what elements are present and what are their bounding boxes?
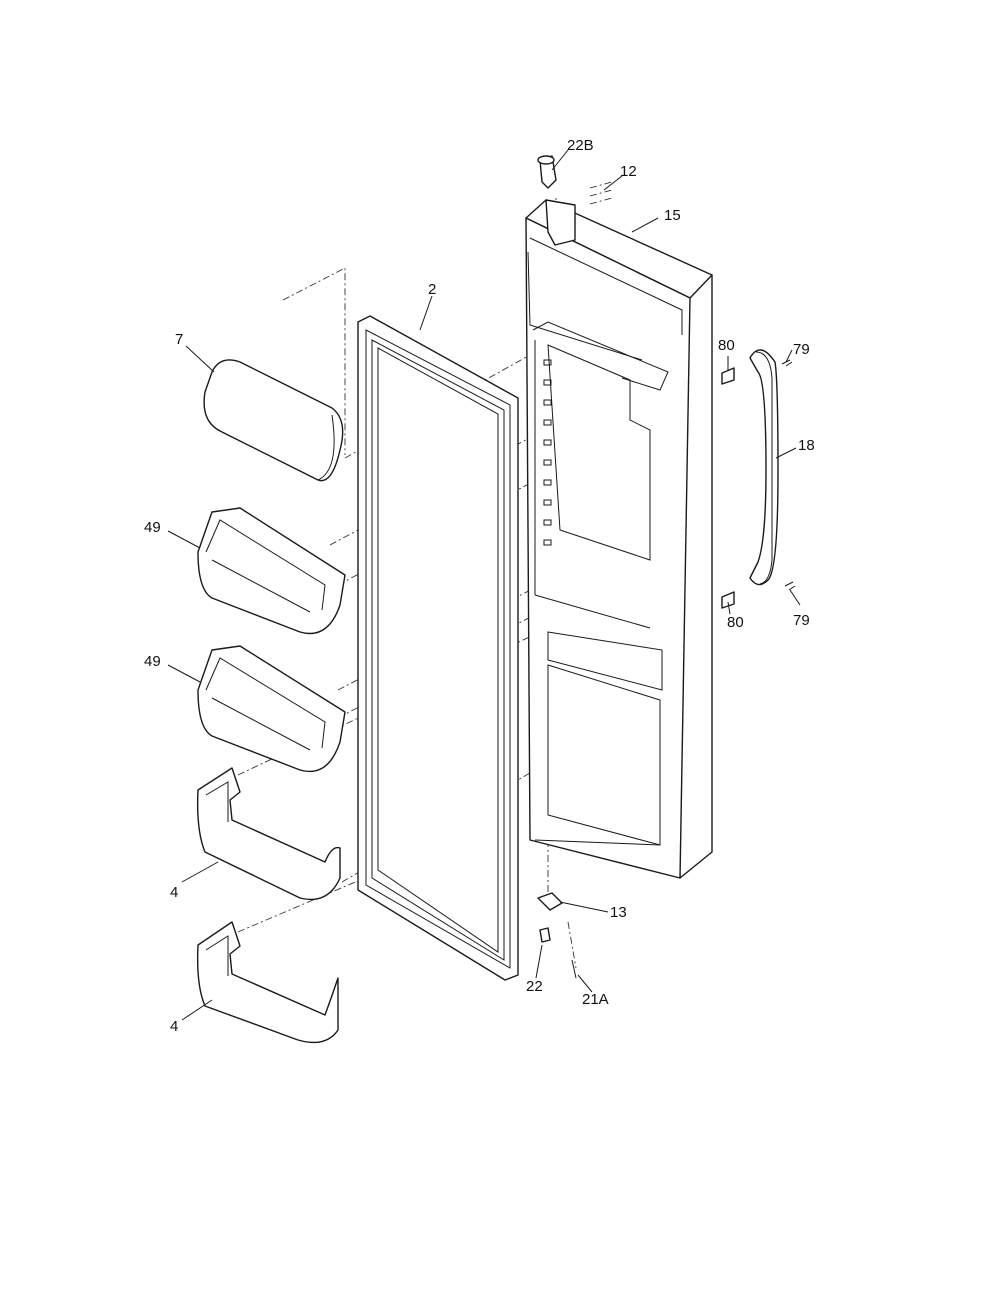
callout-4-lower: 4 (170, 1018, 178, 1035)
door-bin-49-upper (197, 507, 346, 635)
callout-7: 7 (175, 331, 183, 348)
callout-49-upper: 49 (144, 519, 161, 536)
dairy-compartment (203, 359, 344, 482)
callout-12: 12 (620, 163, 637, 180)
callout-13: 13 (610, 904, 627, 921)
callout-79-lower: 79 (793, 612, 810, 629)
callout-22b: 22B (567, 137, 594, 154)
callout-18: 18 (798, 437, 815, 454)
callout-4-upper: 4 (170, 884, 178, 901)
door-gasket (357, 315, 519, 981)
callout-leaders (167, 149, 801, 1021)
bottom-hinge-screw (567, 921, 577, 979)
door-outer-panel (525, 199, 713, 879)
callout-labels: 22B 12 15 2 7 80 79 18 80 79 49 49 4 4 1… (144, 137, 815, 1035)
door-bin-4-lower (196, 921, 339, 1044)
callout-2: 2 (428, 281, 436, 298)
bottom-hinge-bracket (537, 892, 563, 911)
top-hinge-cover (589, 181, 613, 205)
callout-79-upper: 79 (793, 341, 810, 358)
door-handle (749, 349, 779, 586)
door-bin-4-upper (196, 767, 341, 901)
callout-49-lower: 49 (144, 653, 161, 670)
callout-80-upper: 80 (718, 337, 735, 354)
shelf-dimples (543, 359, 552, 546)
callout-21a: 21A (582, 991, 609, 1008)
callout-15: 15 (664, 207, 681, 224)
top-hinge-pin (537, 155, 557, 189)
bottom-hinge-bushing (539, 927, 551, 943)
door-bin-49-lower (197, 645, 346, 773)
callout-22: 22 (526, 978, 543, 995)
callout-80-lower: 80 (727, 614, 744, 631)
handle-screws (721, 359, 796, 609)
